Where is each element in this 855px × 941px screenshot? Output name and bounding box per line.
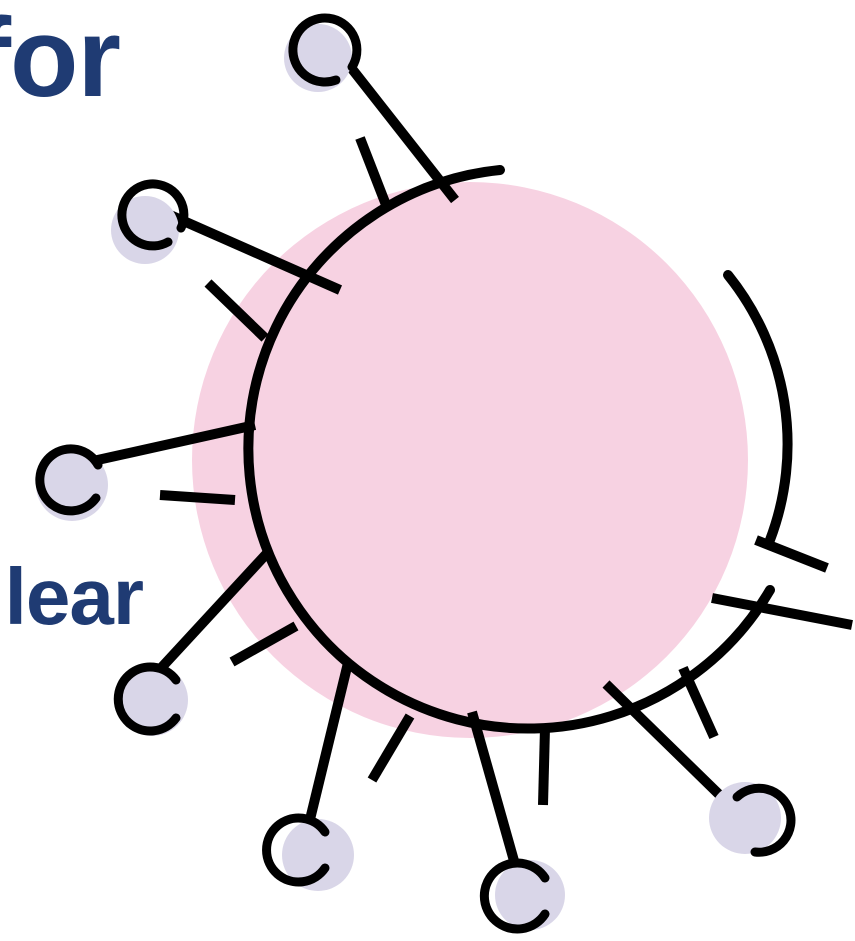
stub-6 [543,728,545,805]
tip-shadow-6 [495,860,565,930]
stub-3 [160,495,235,500]
spike-8 [712,598,852,625]
stub-8 [756,540,827,568]
spike-6 [472,712,520,882]
spike-1 [345,60,455,200]
stub-7 [683,668,714,737]
spike-7 [606,684,735,810]
